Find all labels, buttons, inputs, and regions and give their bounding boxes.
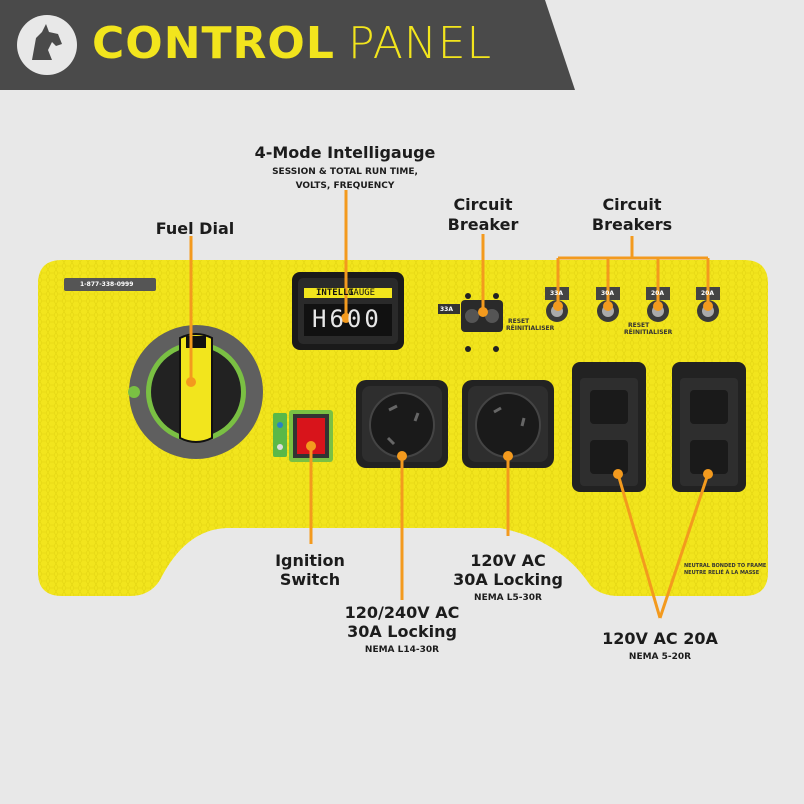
header-background [0,0,575,90]
phone-number: 1-877-338-0999 [80,281,134,288]
l5-label-2: 30A Locking [453,570,563,589]
main-breaker-rating: 33A [440,306,453,313]
ignition-label-1: Ignition [275,551,345,570]
outlet-l14-30r [356,380,448,468]
reset-label-2: RESET [628,322,650,329]
display-brand-b: GAUGE [348,288,376,298]
callout-lines [189,190,710,619]
circuit-breakers-label-1: Circuit [602,195,662,214]
r20-nema: NEMA 5-20R [628,652,692,662]
outlet-5-20r-left [572,362,646,492]
display-brand-a: INTELLI [316,288,354,298]
header-banner: CONTROL PANEL [0,0,804,90]
circuit-breaker-label-2: Breaker [447,215,519,234]
reset-label: RESET [508,318,530,325]
callout-dots [186,301,713,479]
ignition-label-2: Switch [279,570,341,589]
title-control: CONTROL [92,18,335,69]
breaker-1-rating: 33A [550,290,563,297]
display-reading: H600 [312,305,382,333]
phone-tag [64,278,156,291]
ignition-switch [273,410,333,462]
breaker-3-rating: 20A [651,290,664,297]
outlet-l5-30r [462,380,554,468]
l5-label-1: 120V AC [470,551,546,570]
circuit-breaker-label-1: Circuit [453,195,513,214]
reset-label-fr: RÉINITIALISER [506,325,555,332]
neutral-bond-text: NEUTRAL BONDED TO FRAME [684,563,767,569]
intelligauge-title: 4-Mode Intelligauge [254,143,436,162]
horse-head-icon [17,15,77,75]
fuel-dial [128,325,263,459]
breaker-4-rating: 20A [701,290,714,297]
l5-nema: NEMA L5-30R [474,593,542,603]
intelligauge-sub-1: SESSION & TOTAL RUN TIME, [272,167,418,177]
l14-label-2: 30A Locking [347,622,457,641]
neutral-bond-text-fr: NEUTRE RELIÉ À LA MASSE [684,570,760,576]
intelligauge-sub-2: VOLTS, FREQUENCY [295,181,395,191]
r20-label: 120V AC 20A [602,629,718,648]
fuel-dial-label: Fuel Dial [155,219,235,238]
reset-label-2-fr: RÉINITIALISER [624,329,673,336]
intelligauge-display [292,272,404,350]
l14-nema: NEMA L14-30R [364,645,440,655]
circuit-breakers-label-2: Breakers [591,215,673,234]
l14-label-1: 120/240V AC [344,603,460,622]
breaker-2-rating: 30A [601,290,614,297]
title-panel: PANEL [348,18,493,69]
outlet-5-20r-right [672,362,746,492]
